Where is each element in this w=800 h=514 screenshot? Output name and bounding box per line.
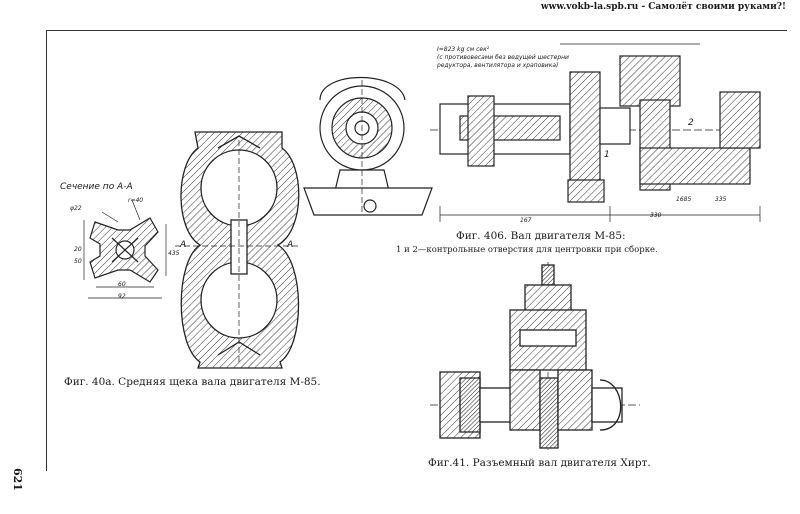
site-header: www.vokb-la.spb.ru - Самолёт своими рука… — [540, 2, 786, 12]
fig40b-caption: Фиг. 406. Вал двигателя М-85: — [456, 230, 626, 242]
fig40b-end-view — [303, 76, 433, 216]
fig40b-dim-1685: 1685 — [676, 196, 692, 203]
fig40b-note-line-2: (с противовесами без ведущей шестерни — [437, 54, 569, 61]
fig40b-dim-330: 330 — [650, 212, 662, 219]
fig40a-dim-50: 50 — [74, 258, 82, 265]
fig40b-marker-1: 1 — [604, 150, 610, 160]
fig40a-section-drawing — [83, 199, 167, 299]
fig40b-shaft-drawing — [430, 43, 761, 222]
fig40a-section-mark-right: А — [287, 240, 294, 250]
fig40a-cheek-drawing — [175, 131, 300, 369]
fig40a-dim-60: 60 — [118, 281, 126, 288]
fig40a-dim-radius: r=40 — [128, 197, 144, 204]
fig40a-caption: Фиг. 40а. Средняя щека вала двигателя М-… — [64, 376, 321, 388]
fig40a-dim-phi22: φ22 — [70, 205, 82, 212]
fig41-shaft-drawing — [430, 262, 640, 450]
fig40b-note-line-3: редуктора, вентилятора и храповика) — [437, 62, 559, 69]
fig40b-subcaption: 1 и 2—контрольные отверстия для центровк… — [396, 245, 658, 255]
page-frame-border — [46, 30, 787, 471]
fig40b-note-line-1: I=823 kg cм сек² — [437, 46, 490, 53]
fig40a-dim-435: 435 — [168, 250, 180, 257]
fig40a-section-label: Сечение по А-А — [60, 182, 133, 192]
fig40b-dim-335: 335 — [715, 196, 727, 203]
fig41-caption: Фиг.41. Разъемный вал двигателя Хирт. — [428, 457, 651, 469]
fig40b-marker-2: 2 — [688, 118, 694, 128]
fig40a-dim-20: 20 — [74, 246, 82, 253]
fig40b-dim-167: 167 — [520, 217, 532, 224]
fig40a-dim-92: 92 — [118, 293, 126, 300]
fig40a-section-mark-left: А — [180, 240, 187, 250]
